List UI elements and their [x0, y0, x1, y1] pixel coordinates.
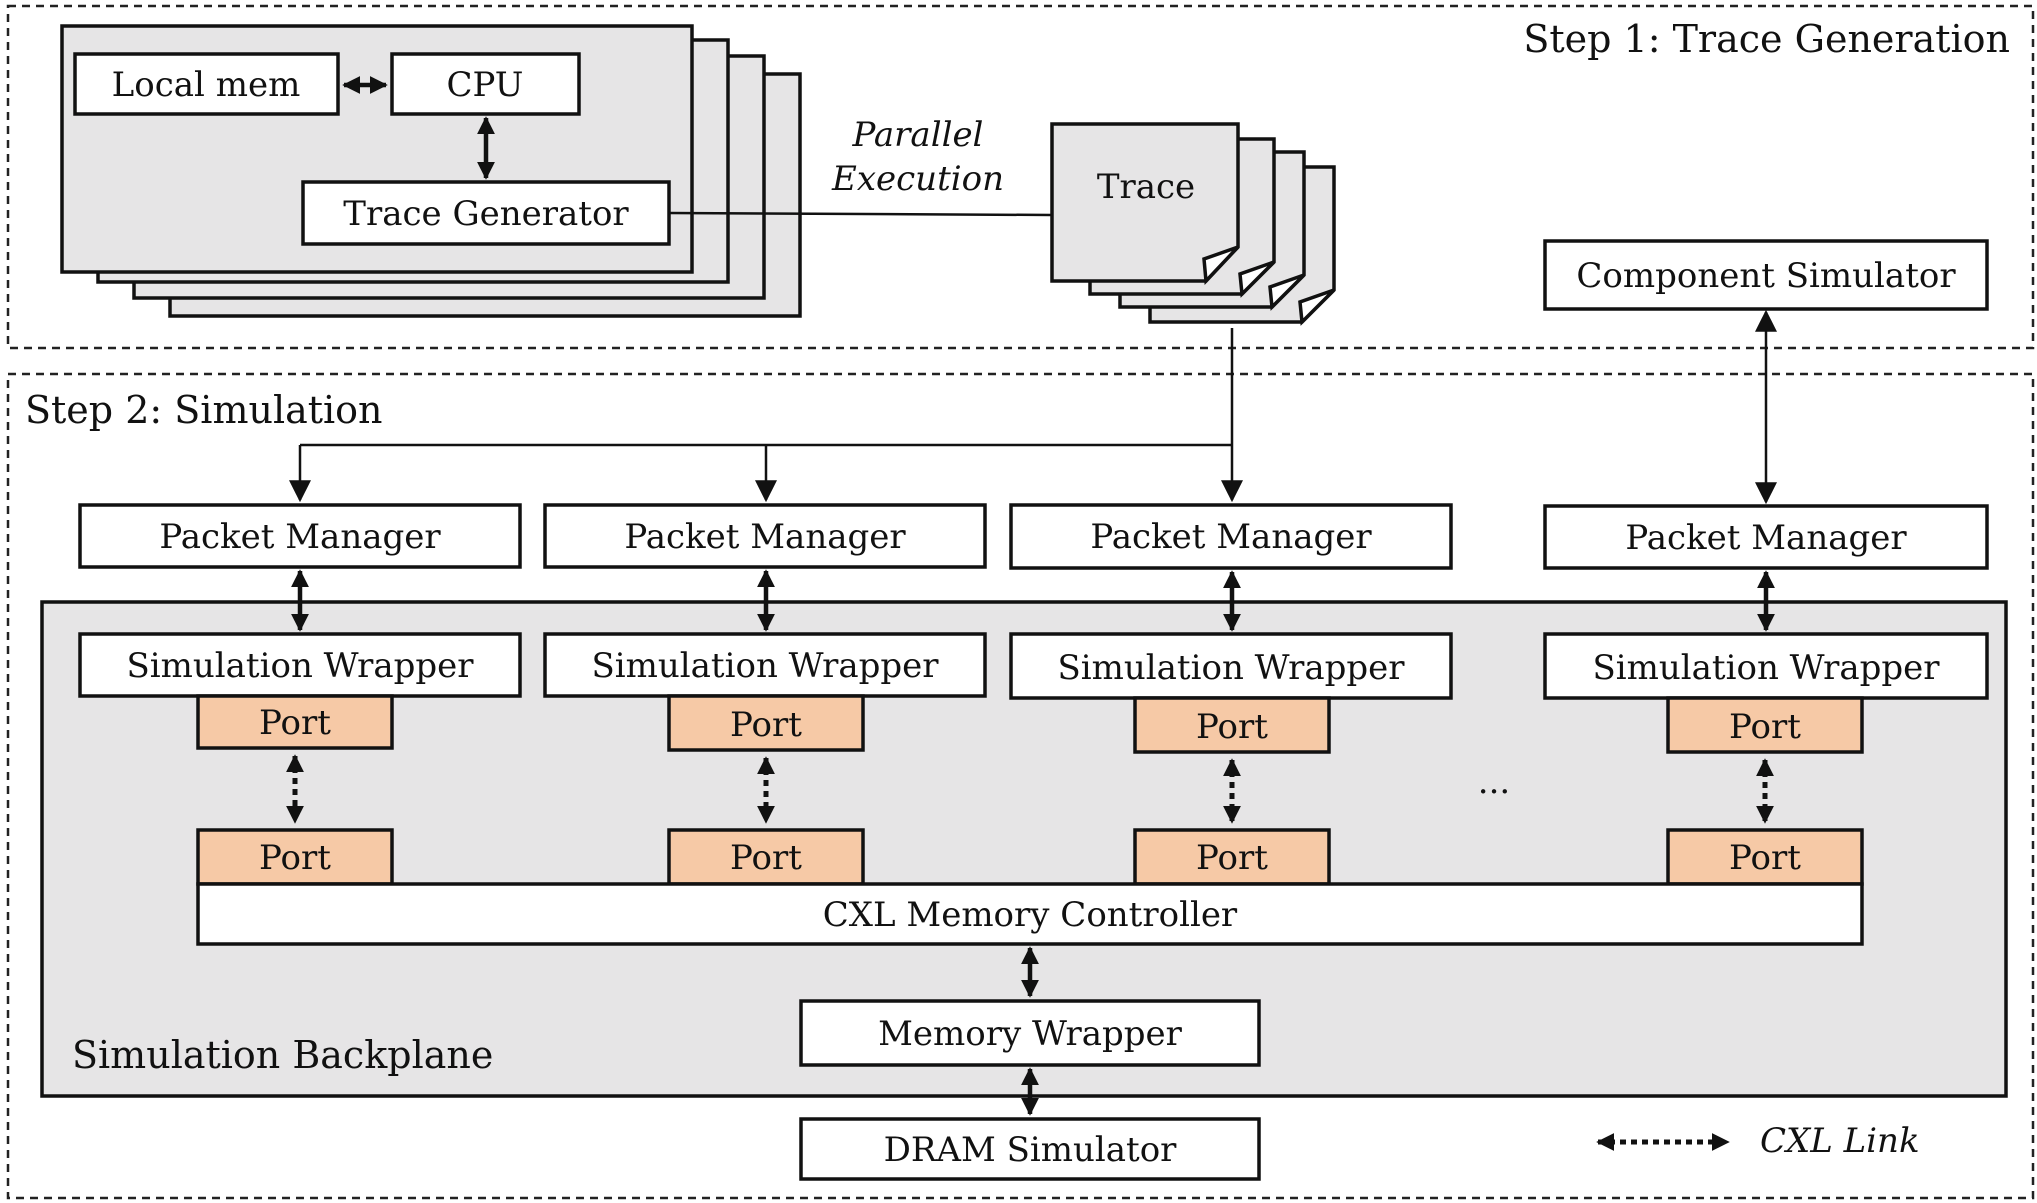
- simulation-wrapper-box: [1009, 632, 1453, 700]
- memory-wrapper-box: [799, 999, 1261, 1067]
- tracegen-to-trace-line: [668, 211, 1053, 217]
- cpu-box: [390, 52, 581, 116]
- legend-cxl-link-label: CXL Link: [1760, 1121, 1920, 1161]
- step2-title: Step 2: Simulation: [25, 388, 383, 432]
- cpu-label: CPU: [447, 65, 524, 105]
- more-columns-ellipsis: ...: [1478, 762, 1510, 802]
- packet-manager-label: Packet Manager: [624, 517, 906, 557]
- simulation-wrapper-label: Simulation Wrapper: [591, 646, 939, 686]
- port-bottom-label: Port: [1196, 838, 1268, 878]
- simulation-wrapper-label: Simulation Wrapper: [1057, 648, 1405, 688]
- column-3: Packet Manager Simulation Wrapper Port P…: [1009, 503, 1453, 886]
- trace-label: Trace: [1097, 167, 1195, 207]
- column-1: Packet Manager Simulation Wrapper Port P…: [78, 503, 522, 886]
- local-mem-box: [73, 52, 340, 116]
- simulation-wrapper-label: Simulation Wrapper: [1592, 648, 1940, 688]
- port-top-label: Port: [1196, 707, 1268, 747]
- dram-simulator-label: DRAM Simulator: [884, 1130, 1178, 1170]
- port-top: [1133, 696, 1331, 754]
- port-top: [667, 694, 865, 752]
- port-bottom-label: Port: [730, 838, 802, 878]
- step2-frame: [6, 372, 2035, 1200]
- step1-frame: [6, 4, 2035, 350]
- trace-generator-label: Trace Generator: [343, 194, 629, 234]
- port-top-label: Port: [259, 703, 331, 743]
- packet-manager-box: [543, 503, 987, 569]
- parallel-label: Parallel: [852, 115, 984, 155]
- component-simulator-label: Component Simulator: [1576, 256, 1956, 296]
- cxl-memory-controller-box: [196, 882, 1864, 946]
- port-top: [1666, 696, 1864, 754]
- legend: CXL Link: [1596, 1121, 1920, 1161]
- backplane-label: Simulation Backplane: [72, 1033, 493, 1077]
- simulation-wrapper-label: Simulation Wrapper: [126, 646, 474, 686]
- packet-manager-box: [1543, 504, 1989, 570]
- packet-manager-box: [78, 503, 522, 569]
- packet-manager-box: [1009, 503, 1453, 570]
- trace-fold: [1202, 245, 1240, 286]
- packet-manager-label: Packet Manager: [1090, 517, 1372, 557]
- port-bottom-label: Port: [259, 838, 331, 878]
- simulation-wrapper-box: [78, 632, 522, 698]
- port-top: [196, 694, 394, 750]
- port-bottom: [196, 828, 394, 886]
- column-4: Packet Manager Simulation Wrapper Port P…: [1543, 504, 1989, 886]
- memory-wrapper-label: Memory Wrapper: [878, 1014, 1183, 1054]
- cxl-memory-controller-label: CXL Memory Controller: [823, 895, 1238, 935]
- simulation-wrapper-box: [1543, 632, 1989, 700]
- trace-stack: [1050, 122, 1336, 326]
- port-top-label: Port: [730, 705, 802, 745]
- local-mem-label: Local mem: [112, 65, 301, 105]
- port-bottom: [1666, 828, 1864, 886]
- packet-manager-label: Packet Manager: [1625, 518, 1907, 558]
- port-top-label: Port: [1729, 707, 1801, 747]
- dram-simulator-box: [799, 1117, 1261, 1181]
- step1-title: Step 1: Trace Generation: [1523, 17, 2010, 61]
- component-simulator-box: [1543, 239, 1989, 311]
- port-bottom-label: Port: [1729, 838, 1801, 878]
- execution-label: Execution: [831, 159, 1004, 199]
- packet-manager-label: Packet Manager: [159, 517, 441, 557]
- column-2: Packet Manager Simulation Wrapper Port P…: [543, 503, 987, 886]
- simulation-wrapper-box: [543, 632, 987, 698]
